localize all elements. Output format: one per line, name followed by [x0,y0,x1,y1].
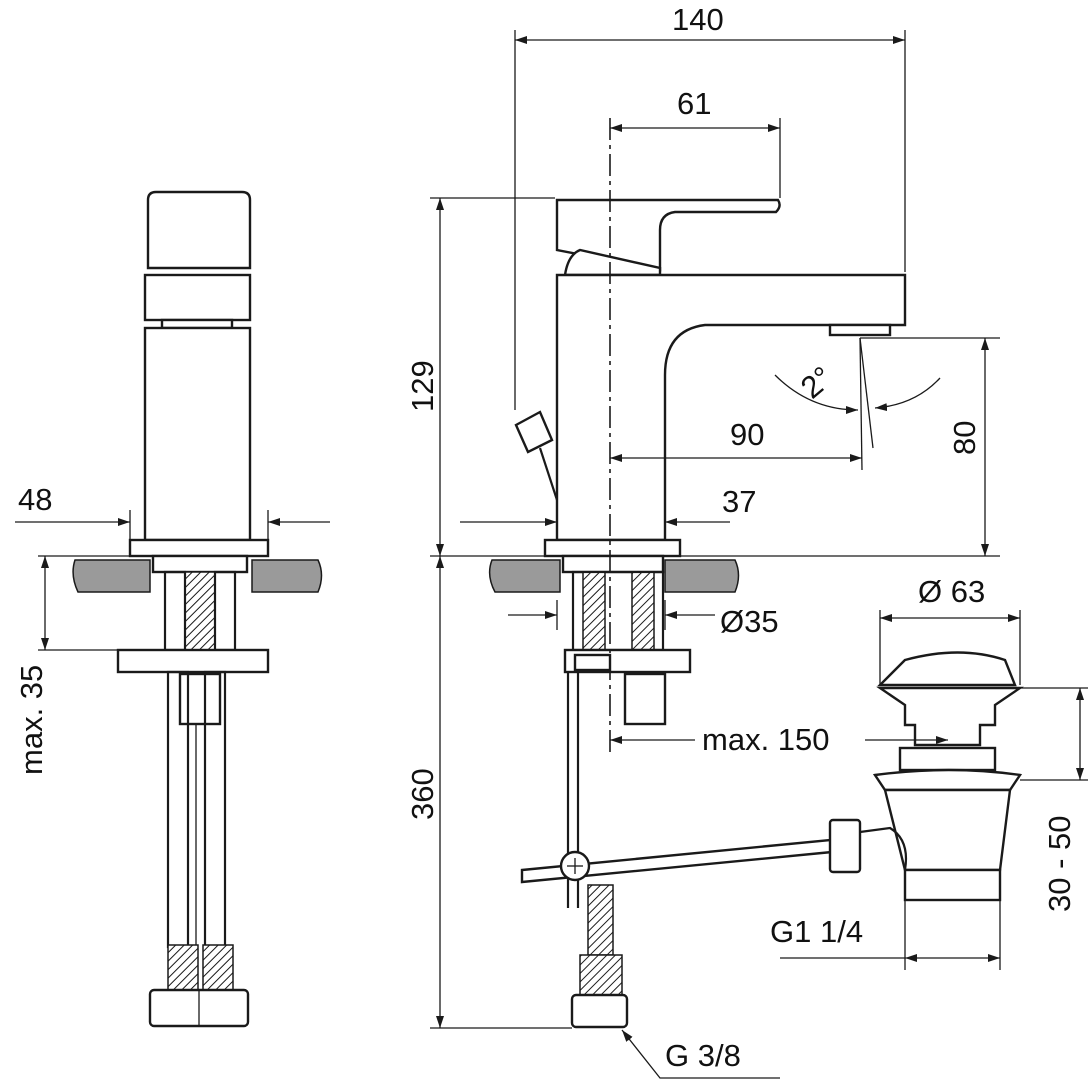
dim-48: 48 [18,482,52,517]
front-nut [623,672,667,726]
drain-flange [872,768,1023,792]
countertop-left [72,559,151,593]
popup-knob [514,410,554,454]
drain-cap [877,651,1017,687]
dim-80: 80 [947,421,982,455]
front-base-plate [543,538,682,558]
front-shank-right [631,571,655,651]
front-shank-left [582,571,606,651]
countertop-front-right [664,559,740,593]
hose-fitting-2 [202,944,234,991]
rod-nut [828,818,862,874]
lever [555,198,781,272]
dim-360: 360 [405,768,440,820]
shank [151,554,249,574]
dim-hole-diameter: Ø35 [720,604,779,639]
mounting-plate [116,648,270,674]
dim-37: 37 [722,484,756,519]
dim-129: 129 [405,360,440,412]
waste-drain [828,651,1024,902]
hose-fitting-1 [167,944,199,991]
side-view: 48 max. 35 [14,190,330,1028]
countertop-right [251,559,323,593]
spout-body [555,273,907,542]
dim-140: 140 [672,2,724,37]
faucet-body [143,326,252,542]
threaded-rod [184,571,216,653]
dim-max-150: max. 150 [702,722,830,757]
dim-61: 61 [677,86,711,121]
dim-supply-thread: G 3/8 [665,1038,741,1073]
drain-body [883,788,1012,872]
spout-aerator [828,323,892,337]
lever-handle [146,190,252,270]
front-hose [587,884,614,956]
front-connection-nut [570,993,629,1029]
front-hose-fitting [579,954,623,996]
dim-waste-diameter: Ø 63 [918,574,985,609]
fixing-nut [178,672,222,726]
dim-angle: 2° [794,359,839,405]
handle-collar [143,273,252,322]
front-view: 140 61 129 80 2° 90 37 360 [405,2,1088,1079]
aerator [160,318,234,330]
dim-90: 90 [730,417,764,452]
base-plate [128,538,270,558]
dim-waste-range: 30 - 50 [1042,815,1077,912]
countertop-front-left [488,559,561,593]
dim-max-35: max. 35 [14,665,49,775]
dim-waste-thread: G1 1/4 [770,914,863,949]
